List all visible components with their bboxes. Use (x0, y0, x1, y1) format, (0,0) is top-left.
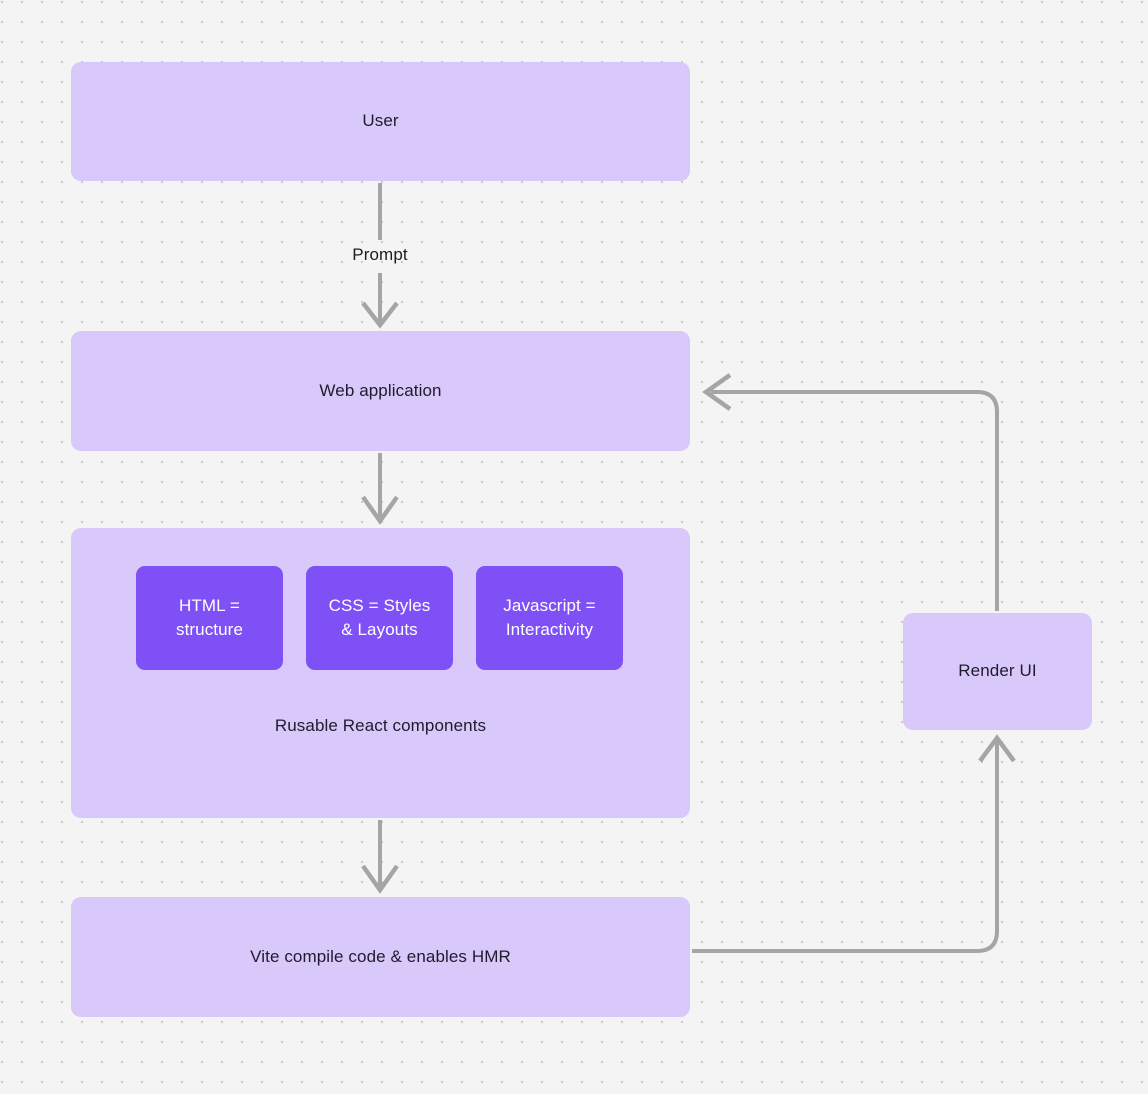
chip-javascript-label: Javascript =Interactivity (503, 595, 596, 639)
node-web-application-label: Web application (319, 380, 442, 400)
edge-user-to-web-arrow (361, 273, 399, 329)
node-user[interactable]: User (71, 62, 690, 181)
chip-css[interactable]: CSS = Styles& Layouts (306, 566, 453, 670)
node-render-ui[interactable]: Render UI (903, 613, 1092, 730)
node-components-group[interactable]: HTML =structure CSS = Styles& Layouts Ja… (71, 528, 690, 818)
edge-web-to-components (361, 453, 399, 525)
chip-css-label: CSS = Styles& Layouts (328, 595, 431, 639)
edge-label-prompt: Prompt (352, 245, 408, 264)
node-user-label: User (362, 111, 399, 131)
node-web-application[interactable]: Web application (71, 331, 690, 451)
chip-html[interactable]: HTML =structure (136, 566, 283, 670)
chip-html-label: HTML =structure (175, 595, 244, 639)
node-render-ui-label: Render UI (958, 661, 1037, 681)
node-vite-label: Vite compile code & enables HMR (250, 946, 511, 966)
edge-components-to-vite (361, 820, 399, 894)
chip-row: HTML =structure CSS = Styles& Layouts Ja… (136, 566, 623, 670)
edge-vite-to-render (692, 734, 1016, 953)
components-group-caption: Rusable React components (274, 716, 487, 735)
node-vite[interactable]: Vite compile code & enables HMR (71, 897, 690, 1017)
edge-render-to-web (702, 373, 999, 611)
chip-javascript[interactable]: Javascript =Interactivity (476, 566, 623, 670)
